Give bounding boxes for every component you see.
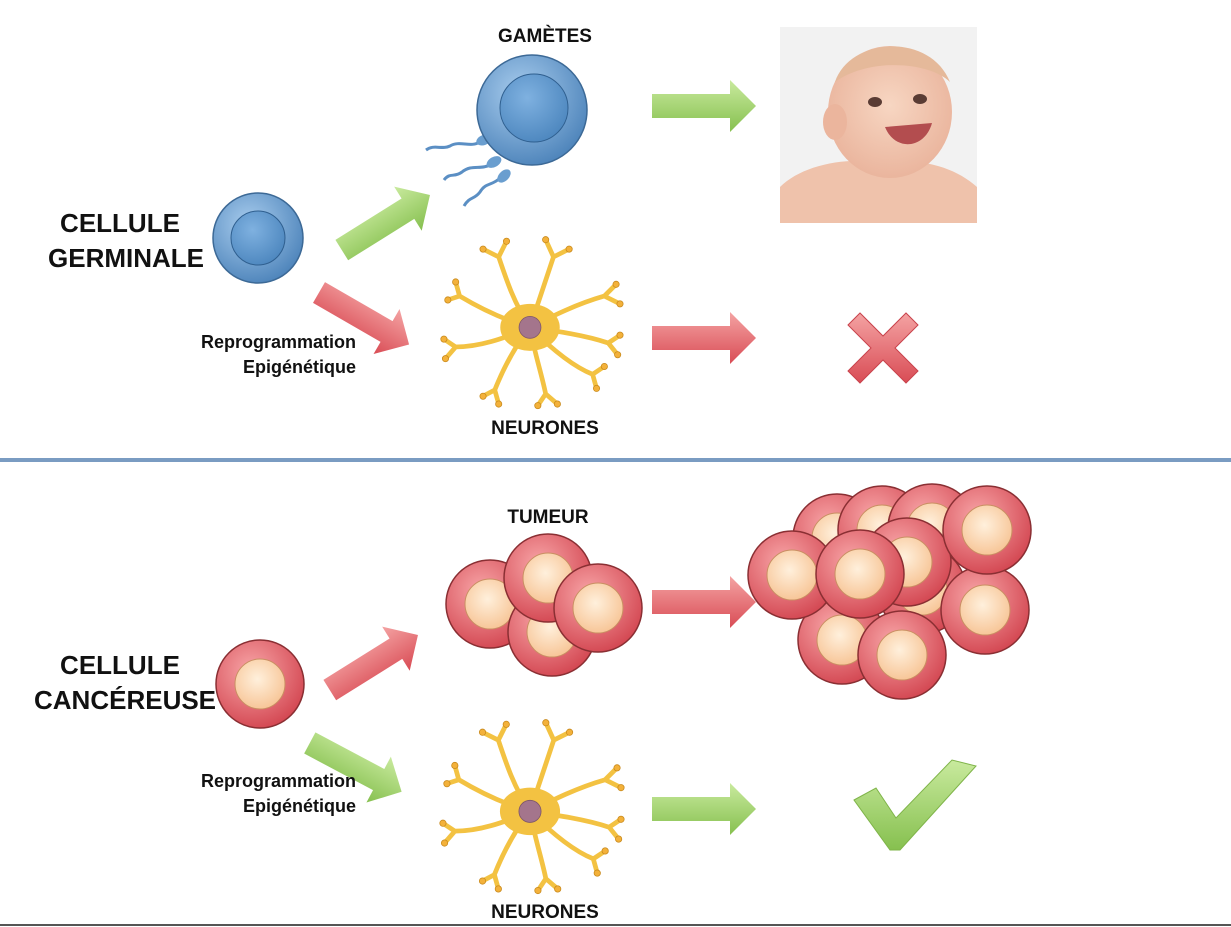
bottom-reprog-line2: Epigénétique xyxy=(242,796,356,816)
bottom-border xyxy=(0,924,1231,926)
bottom-reprogramming-label: Reprogrammation Epigénétique xyxy=(160,769,356,819)
gametes-label: GAMÈTES xyxy=(498,26,592,47)
top-reprogramming-label: Reprogrammation Epigénétique xyxy=(160,330,356,380)
bottom-neuron xyxy=(410,718,650,900)
arrow-to-cross xyxy=(652,312,756,364)
arrow-to-check xyxy=(652,783,756,835)
small-tumor xyxy=(445,533,643,677)
cancer-cell-label: CELLULE CANCÉREUSE xyxy=(34,648,216,718)
cross-icon xyxy=(847,312,919,384)
section-divider xyxy=(0,458,1231,462)
germinal-cell-label: CELLULE GERMINALE xyxy=(48,206,204,276)
top-neuron xyxy=(410,235,650,415)
germinal-cell-label-line1: CELLULE xyxy=(60,208,180,238)
gamete-cell xyxy=(425,54,588,207)
cancer-cell xyxy=(215,639,305,729)
large-tumor xyxy=(747,483,1032,700)
germinal-cell xyxy=(212,192,304,284)
arrow-to-gametes xyxy=(328,172,444,273)
cancer-cell-label-line1: CELLULE xyxy=(60,650,180,680)
cancer-cell-label-line2: CANCÉREUSE xyxy=(34,685,217,715)
bottom-reprog-line1: Reprogrammation xyxy=(200,771,356,791)
bottom-neurons-label: NEURONES xyxy=(491,902,599,923)
top-reprog-line2: Epigénétique xyxy=(242,357,356,377)
arrow-to-tumor xyxy=(316,612,432,713)
baby-photo xyxy=(780,27,977,223)
germinal-cell-label-line2: GERMINALE xyxy=(48,243,204,273)
check-icon xyxy=(853,759,977,851)
tumor-label: TUMEUR xyxy=(507,507,589,528)
top-reprog-line1: Reprogrammation xyxy=(200,332,356,352)
arrow-to-baby xyxy=(652,80,756,132)
top-neurons-label: NEURONES xyxy=(491,418,599,439)
